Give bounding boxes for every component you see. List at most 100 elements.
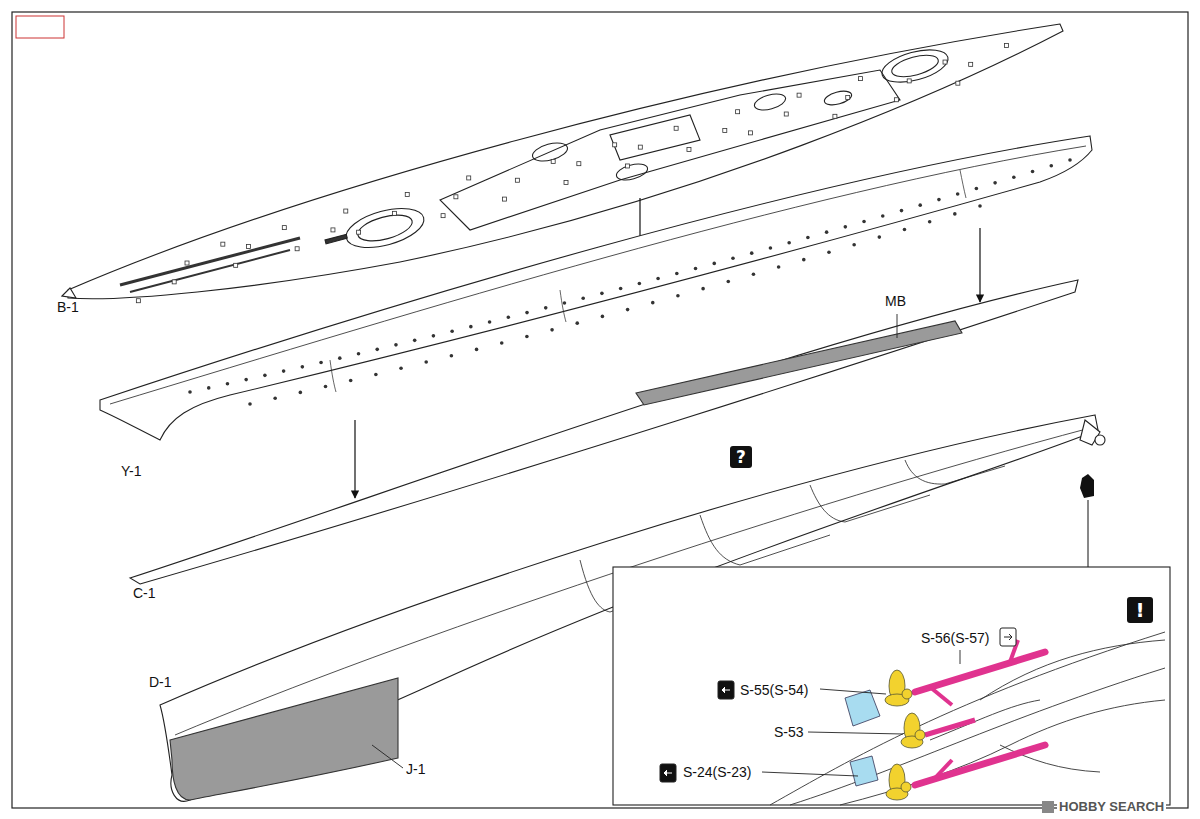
porthole	[338, 356, 342, 360]
leader-line	[762, 650, 960, 776]
deck-fitting	[833, 114, 837, 118]
porthole	[544, 306, 548, 310]
porthole	[900, 209, 904, 213]
porthole	[1012, 175, 1016, 179]
porthole	[827, 250, 831, 254]
deck-fitting	[357, 230, 361, 234]
porthole	[424, 360, 428, 364]
attention-icon: !	[1127, 597, 1153, 623]
deck-fitting	[564, 181, 568, 185]
porthole	[282, 369, 286, 373]
deck-fitting	[234, 263, 238, 267]
detail-inset	[613, 567, 1170, 805]
porthole	[263, 374, 267, 378]
rudder-parts	[845, 690, 880, 786]
part-number: S-24(S-23)	[682, 765, 752, 780]
porthole	[1031, 170, 1035, 174]
porthole	[937, 198, 941, 202]
porthole	[299, 391, 303, 395]
porthole	[878, 235, 882, 239]
deck-fitting	[551, 159, 555, 163]
porthole	[769, 246, 773, 250]
porthole	[701, 287, 705, 291]
part-number: C-1	[132, 586, 157, 601]
leader-line	[1088, 500, 1089, 567]
porthole	[1068, 158, 1072, 162]
deck-fitting	[723, 129, 727, 133]
porthole	[626, 308, 630, 312]
deck-fitting	[797, 93, 801, 97]
porthole	[575, 321, 579, 325]
porthole	[903, 228, 907, 232]
porthole	[188, 390, 192, 394]
porthole	[752, 272, 756, 276]
leader-line	[372, 745, 403, 768]
deck-fitting	[392, 211, 396, 215]
deck-fitting	[784, 112, 788, 116]
porthole	[852, 243, 856, 247]
porthole	[207, 386, 211, 390]
porthole	[324, 385, 328, 389]
porthole	[469, 325, 473, 329]
porthole	[651, 301, 655, 305]
deck-fitting	[625, 164, 629, 168]
deck-fitting	[185, 261, 189, 265]
deck-fitting	[221, 242, 225, 246]
deck-fitting	[638, 145, 642, 149]
leader-line	[897, 314, 898, 338]
deck-fitting	[577, 162, 581, 166]
deck-fitting	[136, 299, 140, 303]
deck-fitting	[894, 98, 898, 102]
porthole	[319, 361, 323, 365]
deck-fitting	[515, 178, 519, 182]
porthole	[550, 328, 554, 332]
check-icon: ?	[730, 446, 752, 468]
porthole	[413, 339, 417, 343]
part-number: MB	[884, 294, 907, 309]
porthole	[450, 354, 454, 358]
porthole	[928, 220, 932, 224]
part-number: S-55(S-54)	[739, 683, 809, 698]
porthole	[506, 316, 510, 320]
deck-fitting	[748, 131, 752, 135]
porthole	[563, 301, 567, 305]
deck-fitting	[907, 79, 911, 83]
porthole	[777, 265, 781, 269]
deck-fitting	[674, 126, 678, 130]
porthole	[525, 311, 529, 315]
part-number: J-1	[405, 762, 426, 777]
porthole	[374, 373, 378, 377]
mirror-part-icon	[660, 628, 1016, 782]
deck-fitting	[846, 95, 850, 99]
porthole	[488, 320, 492, 324]
deck-fitting	[687, 147, 691, 151]
deck-fitting	[246, 244, 250, 248]
porthole	[978, 204, 982, 208]
porthole	[694, 267, 698, 271]
hand-pointer	[1080, 474, 1094, 498]
porthole	[712, 262, 716, 266]
deck-fitting	[859, 77, 863, 81]
inset-hull	[770, 632, 1165, 805]
deck-fitting	[405, 192, 409, 196]
porthole	[1049, 164, 1053, 168]
porthole	[450, 329, 454, 333]
porthole	[787, 241, 791, 245]
porthole	[881, 214, 885, 218]
hull-upper-part	[100, 136, 1092, 440]
deck-fitting	[172, 280, 176, 284]
porthole	[600, 292, 604, 296]
part-number: B-1	[56, 300, 80, 315]
porthole	[802, 258, 806, 262]
propellers	[885, 670, 925, 800]
porthole	[248, 402, 252, 406]
deck-fitting	[613, 143, 617, 147]
porthole	[731, 257, 735, 261]
deck-fitting	[503, 197, 507, 201]
porthole	[357, 352, 361, 356]
porthole	[825, 230, 829, 234]
porthole	[806, 236, 810, 240]
deck-fitting	[467, 176, 471, 180]
porthole	[656, 277, 660, 281]
porthole	[399, 366, 403, 370]
